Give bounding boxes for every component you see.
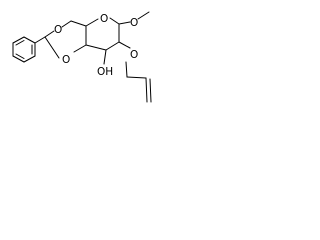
acetal-oxygen-2-label: O — [62, 54, 70, 66]
pyranose-ring — [85, 17, 120, 51]
methoxy-oxygen-label: O — [130, 17, 138, 29]
structure-canvas: O O O OH O O — [0, 0, 157, 112]
allyl-ether — [118, 41, 152, 103]
hydroxyl-bond — [103, 49, 107, 65]
allyl-oxygen-label: O — [130, 49, 138, 61]
chemical-structure: O O O OH O O — [12, 11, 152, 103]
dioxane-ring — [44, 20, 87, 59]
acetal-oxygen-1-label: O — [54, 24, 62, 36]
methoxy-group — [118, 11, 150, 25]
phenyl-ring — [12, 36, 36, 63]
hydroxyl-label: OH — [97, 66, 113, 78]
ring-oxygen-label: O — [100, 13, 108, 25]
phenyl-acetal-bond — [34, 36, 46, 44]
